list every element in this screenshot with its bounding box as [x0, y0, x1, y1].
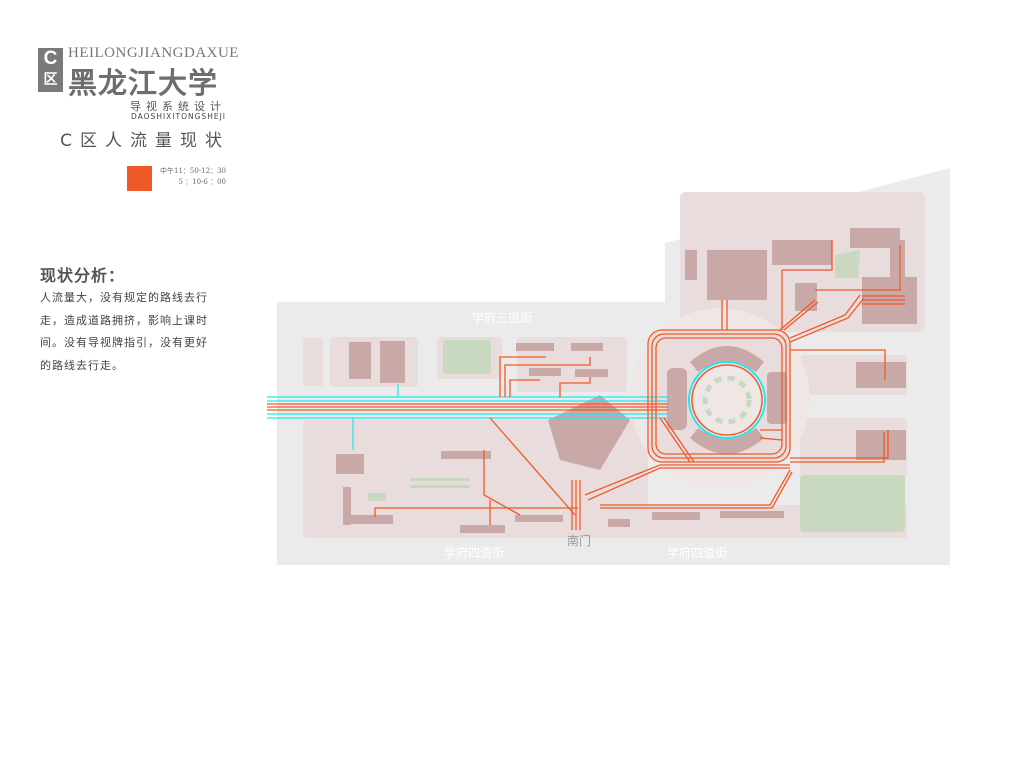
legend-text: 中午11：50-12：30 5 ：10-6 ：00	[158, 166, 226, 188]
subtitle-cn: 导视系统设计	[130, 100, 226, 113]
buildings	[336, 228, 917, 533]
legend-line-2: 5 ：10-6 ：00	[178, 178, 226, 186]
zone-logo: C 区	[38, 48, 63, 92]
analysis-body: 人流量大，没有规定的路线去行走，造成道路拥挤，影响上课时间。没有导视牌指引，没有…	[40, 291, 208, 372]
south-gate-label: 南门	[567, 533, 591, 548]
legend-swatch	[127, 166, 152, 191]
pedestrian-routes	[267, 240, 905, 530]
road-label-north: 学府三道街	[472, 310, 532, 325]
green-areas	[368, 250, 905, 532]
subtitle-pinyin: DAOSHIXITONGSHEJI	[131, 112, 226, 121]
university-name-pinyin: HEILONGJIANGDAXUE	[68, 45, 239, 61]
zone-letter: C	[43, 48, 58, 69]
zone-char: 区	[43, 72, 58, 88]
road-label-south-east: 学府四道街	[667, 545, 727, 560]
central-circle	[688, 361, 766, 439]
university-name: 黑龙江大学	[68, 66, 219, 100]
road-label-south-west: 学府四道街	[444, 545, 504, 560]
analysis-heading: 现状分析：	[40, 266, 126, 285]
legend-line-1: 中午11：50-12：30	[160, 167, 226, 175]
page-title: C区人流量现状	[60, 131, 230, 151]
